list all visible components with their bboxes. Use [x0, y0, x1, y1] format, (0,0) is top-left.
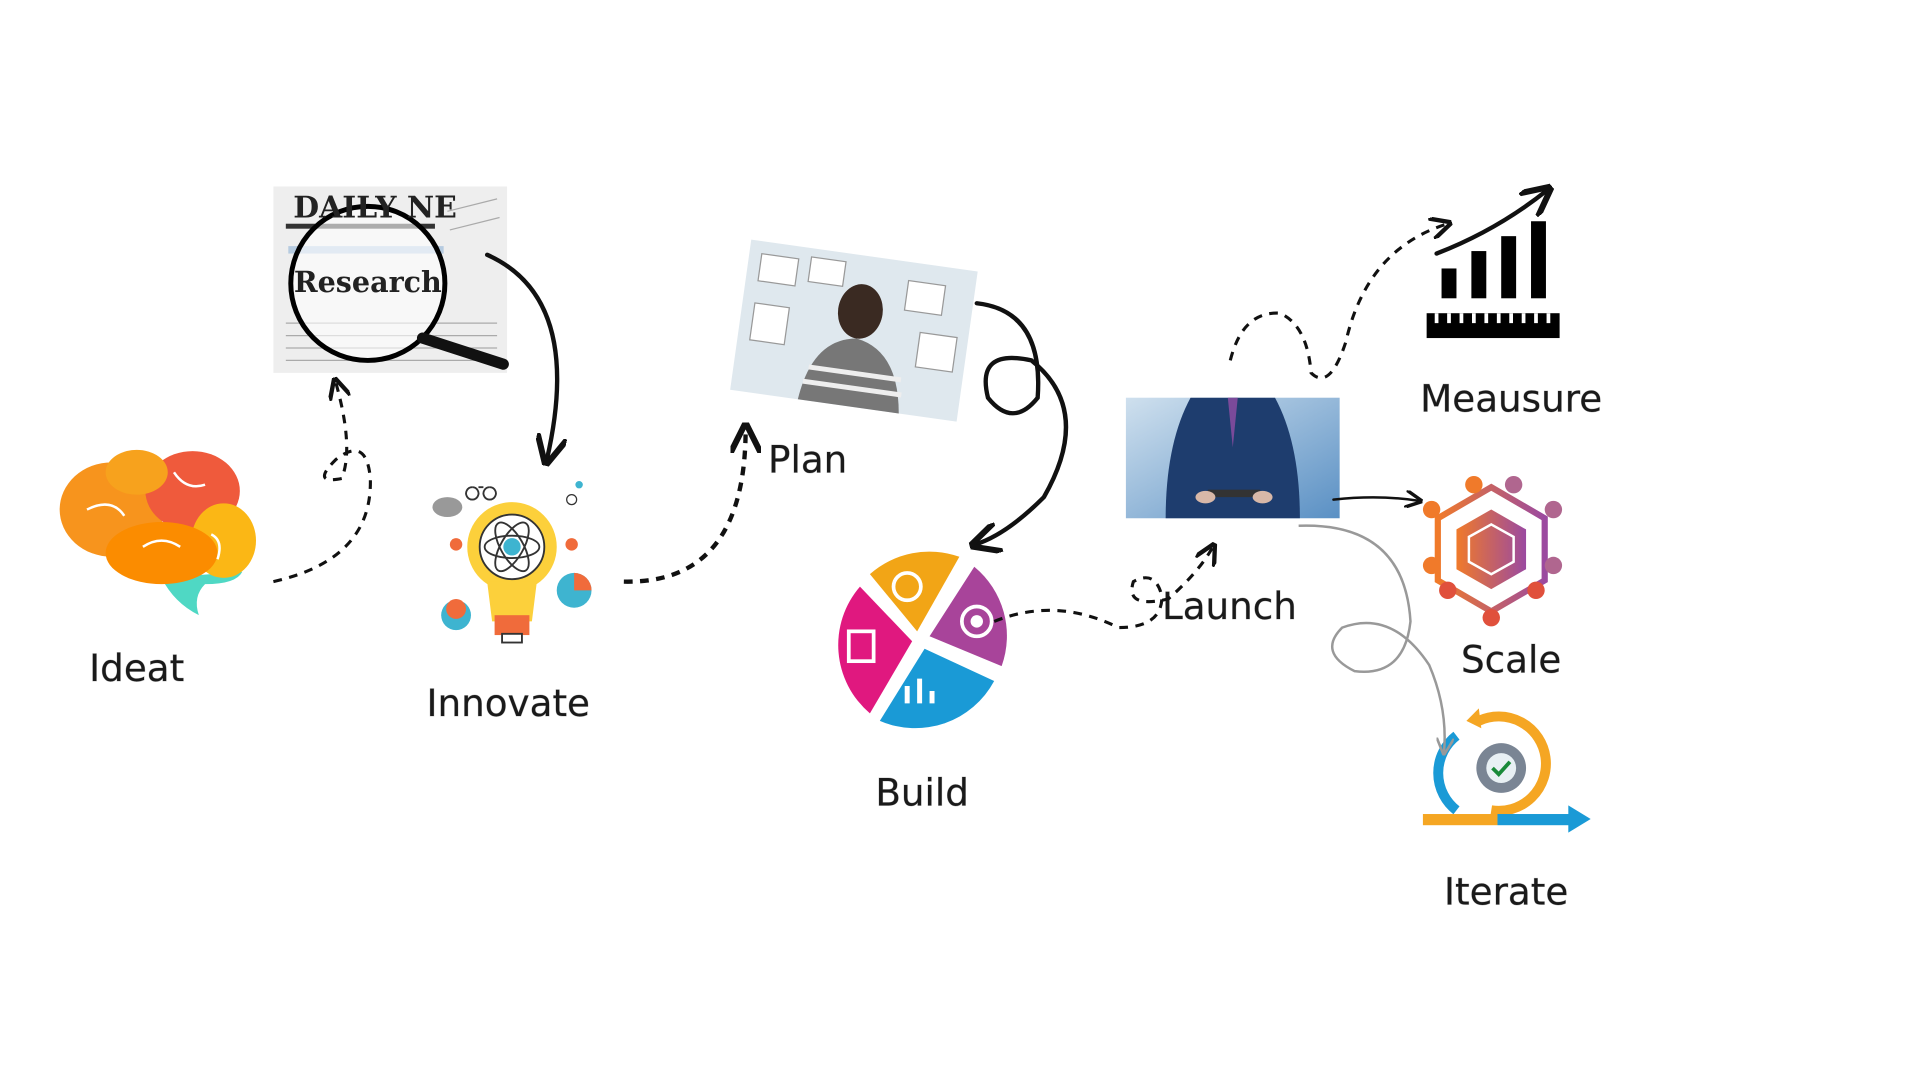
arrow-ideat-to-research	[273, 382, 372, 584]
arrow-launch-to-iterate	[1298, 524, 1445, 752]
arrow-launch-to-scale	[1332, 497, 1419, 500]
arrow-plan-to-build	[976, 301, 1069, 544]
step-label-launch: Launch	[1162, 584, 1297, 628]
step-label-innovate: Innovate	[427, 681, 590, 725]
plan-photo	[730, 239, 978, 422]
hexagon-network-icon	[1422, 476, 1563, 627]
step-label-ideat: Ideat	[89, 646, 184, 690]
step-label-iterate: Iterate	[1444, 870, 1568, 914]
brain-icon	[59, 449, 256, 616]
lightbulb-atom-icon	[432, 480, 592, 644]
step-label-scale: Scale	[1461, 637, 1561, 681]
launch-photo	[1125, 397, 1340, 519]
research-newspaper-image: DAILY NE Research	[273, 186, 509, 373]
research-headline: Research	[294, 265, 442, 299]
arrow-build-to-launch	[993, 547, 1213, 630]
step-label-build: Build	[875, 770, 969, 814]
newspaper-masthead: DAILY NE	[293, 191, 457, 226]
build-pie-icon	[838, 551, 1007, 729]
arrow-research-to-innovate	[484, 252, 557, 460]
step-label-plan: Plan	[768, 437, 847, 481]
arrow-launch-to-measure	[1228, 224, 1447, 380]
step-label-measure: Meausure	[1420, 376, 1602, 420]
bar-chart-ruler-icon	[1426, 190, 1560, 339]
iterate-cycle-icon	[1422, 708, 1591, 833]
arrow-innovate-to-plan	[623, 429, 746, 584]
